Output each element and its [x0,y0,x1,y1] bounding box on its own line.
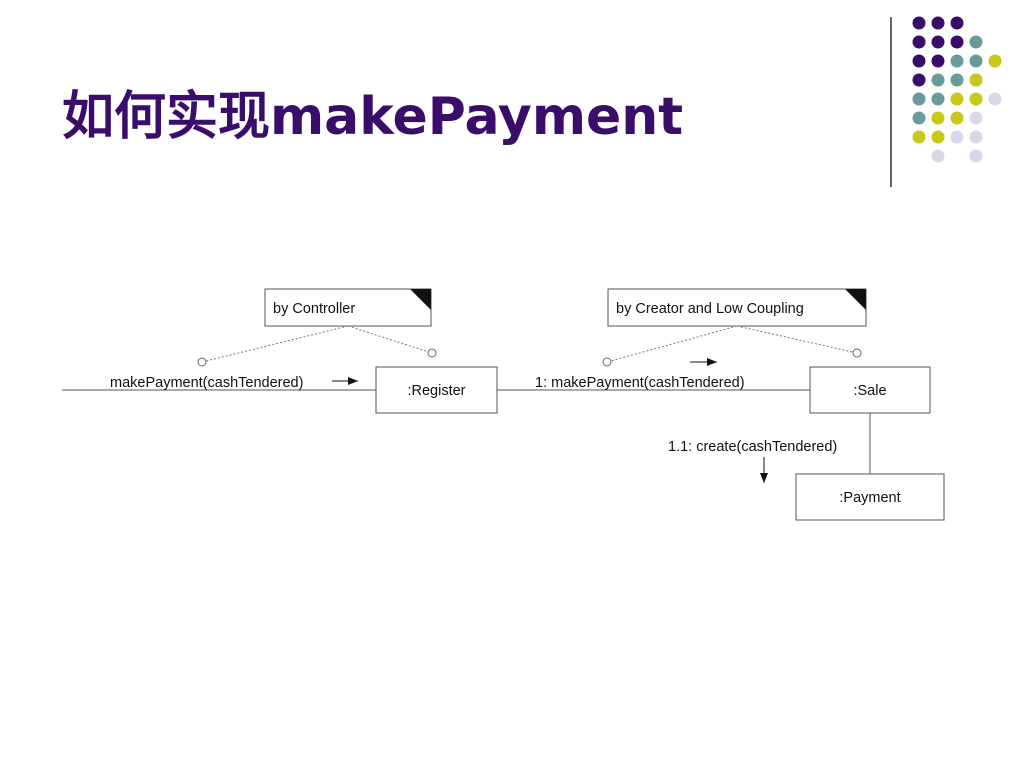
decorative-dot [969,73,983,87]
object-box [795,473,945,521]
decorative-dot [931,92,945,106]
decorative-dot [931,149,945,163]
decorative-dot [969,54,983,68]
decorative-dot [931,54,945,68]
decorative-dot [912,92,926,106]
decorative-dot [931,16,945,30]
note-label: by Creator and Low Coupling [616,301,804,317]
decorative-dot [950,16,964,30]
note-anchor-circle [427,348,437,358]
decorative-dot [931,35,945,49]
object-box [375,366,498,414]
note-anchor-line [606,325,738,363]
decorative-dot [912,130,926,144]
decorative-dot [931,111,945,125]
decorative-dot [969,149,983,163]
message-incoming-label: makePayment(cashTendered) [110,375,303,391]
object-label: :Sale [853,383,886,399]
decorative-dot [950,92,964,106]
note-label: by Controller [273,301,355,317]
decorative-dot [969,35,983,49]
decorative-dot [969,111,983,125]
decorative-dot [988,92,1002,106]
note-anchor-line [201,325,349,363]
decorative-dot-grid [912,16,1002,163]
object-register: :Register [375,366,498,414]
note-anchor-line [347,325,433,354]
decorative-dot [969,92,983,106]
decorative-dot [912,54,926,68]
message-register-to-sale-label: 1: makePayment(cashTendered) [535,375,745,391]
note-anchor-circle [602,357,612,367]
note-anchor-circle [852,348,862,358]
decorative-dot [912,73,926,87]
note-by-controller: by Controller [264,288,432,327]
decorative-dot [931,130,945,144]
object-payment: :Payment [795,473,945,521]
decorative-dot [950,130,964,144]
decorative-dot [912,35,926,49]
slide-title: 如何实现makePayment [62,87,684,147]
object-label: :Register [407,383,465,399]
note-by-creator: by Creator and Low Coupling [607,288,867,327]
decorative-dot [912,16,926,30]
object-sale: :Sale [809,366,931,414]
note-fold-icon [410,289,431,310]
decorative-dot [912,111,926,125]
note-anchor-line [736,325,858,354]
decorative-dot [931,73,945,87]
message-sale-to-payment-label: 1.1: create(cashTendered) [668,439,837,455]
object-box [809,366,931,414]
decorative-dot [950,35,964,49]
note-box [264,288,432,327]
decorative-dot [988,54,1002,68]
note-anchor-circle [197,357,207,367]
decorative-dot [950,111,964,125]
decorative-dot [950,73,964,87]
note-fold-icon [845,289,866,310]
decorative-dot [950,54,964,68]
decorative-dot [969,130,983,144]
object-label: :Payment [839,490,900,506]
